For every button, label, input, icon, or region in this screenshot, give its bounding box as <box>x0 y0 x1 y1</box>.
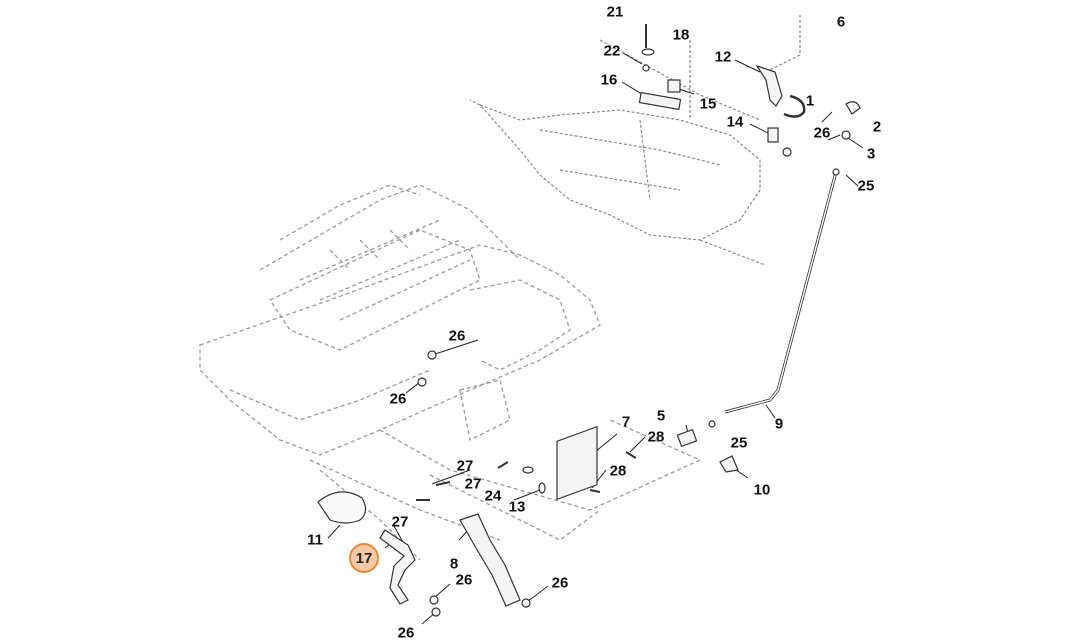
washer-13 <box>538 482 546 494</box>
pivot-5 <box>676 428 698 448</box>
lever-17 <box>379 529 416 605</box>
callout-26-frame-b[interactable]: 26 <box>389 390 407 408</box>
washer-3 <box>841 130 851 140</box>
frame-outline <box>199 184 702 561</box>
callout-27-a[interactable]: 27 <box>456 457 474 475</box>
callout-11[interactable]: 11 <box>307 531 323 549</box>
callout-10[interactable]: 10 <box>753 481 771 499</box>
callout-13[interactable]: 13 <box>508 498 526 516</box>
callout-14[interactable]: 14 <box>726 113 744 131</box>
washer-25b <box>708 420 716 428</box>
bracket-12 <box>755 64 783 107</box>
callout-9[interactable]: 9 <box>774 415 784 433</box>
callout-15[interactable]: 15 <box>699 95 717 113</box>
link-16 <box>638 91 682 111</box>
nut-26d <box>521 598 531 608</box>
callout-28-a[interactable]: 28 <box>647 428 665 446</box>
bracket-8 <box>459 513 521 607</box>
callout-26-frame-a[interactable]: 26 <box>448 327 466 345</box>
knob-11 <box>317 491 367 524</box>
callout-1[interactable]: 1 <box>805 92 815 110</box>
callout-5[interactable]: 5 <box>656 407 666 425</box>
washer-18 <box>641 48 655 56</box>
callout-8[interactable]: 8 <box>449 555 459 573</box>
nut-26b <box>417 377 427 387</box>
bracket-7 <box>556 425 598 501</box>
callout-16[interactable]: 16 <box>600 71 618 89</box>
callout-2[interactable]: 2 <box>872 118 882 136</box>
callout-24[interactable]: 24 <box>484 487 502 505</box>
callout-3[interactable]: 3 <box>866 145 876 163</box>
washer-24 <box>522 466 534 474</box>
callout-6[interactable]: 6 <box>836 13 846 31</box>
cap-2 <box>845 101 861 115</box>
callout-12[interactable]: 12 <box>714 48 732 66</box>
nut-26f <box>782 147 792 157</box>
callout-26-bottom-b[interactable]: 26 <box>551 574 569 592</box>
nut-26e <box>431 607 441 617</box>
callout-25-top[interactable]: 25 <box>857 177 875 195</box>
nut-26a <box>427 350 437 360</box>
transaxle <box>469 15 801 266</box>
callout-26-bottom-c[interactable]: 26 <box>397 624 415 642</box>
bolt-28b <box>589 489 601 493</box>
bolt-27b <box>497 461 509 469</box>
bolt-28a <box>625 451 637 459</box>
hook-1 <box>783 94 806 118</box>
callout-26-bottom-a[interactable]: 26 <box>455 571 473 589</box>
callout-26-top[interactable]: 26 <box>813 124 831 142</box>
callout-17-highlighted[interactable]: 17 <box>349 543 379 573</box>
parts <box>317 24 861 617</box>
nut-26c <box>429 595 439 605</box>
spacer-14 <box>767 127 779 143</box>
leader-lines <box>327 52 864 625</box>
bushing-15 <box>667 79 681 93</box>
washer-25a <box>832 168 840 176</box>
callout-18[interactable]: 18 <box>672 26 690 44</box>
callout-28-b[interactable]: 28 <box>609 462 627 480</box>
callout-22[interactable]: 22 <box>603 42 621 60</box>
callout-27-c[interactable]: 27 <box>391 513 409 531</box>
clip-10 <box>719 455 739 473</box>
callout-25-mid[interactable]: 25 <box>730 434 748 452</box>
bolt-27a <box>435 481 451 486</box>
washer-22 <box>642 64 650 72</box>
callout-27-b[interactable]: 27 <box>464 475 482 493</box>
callout-21[interactable]: 21 <box>606 3 624 21</box>
callout-7[interactable]: 7 <box>621 413 631 431</box>
rod-9 <box>724 171 838 414</box>
